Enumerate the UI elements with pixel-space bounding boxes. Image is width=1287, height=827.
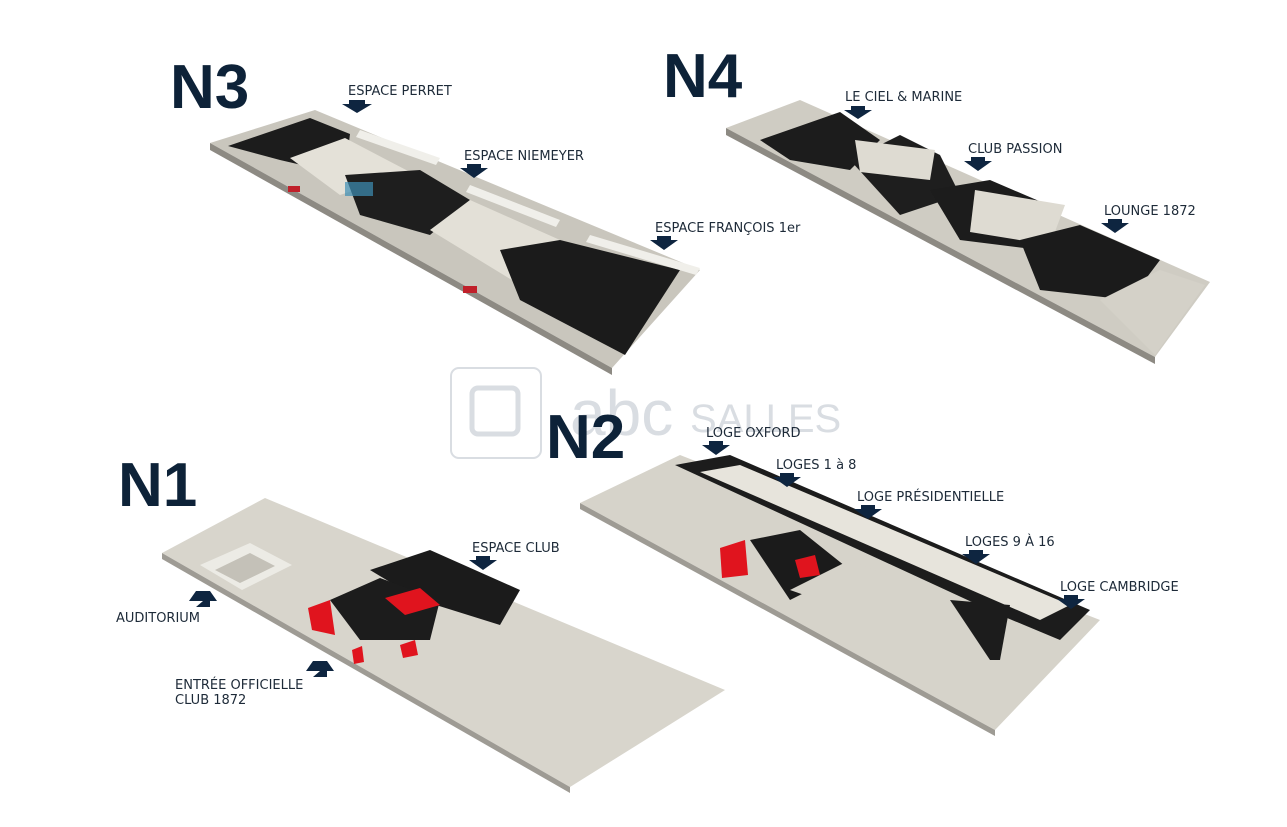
watermark: abc SALLES (450, 367, 841, 459)
label-loge-oxford: LOGE OXFORD (706, 426, 801, 441)
arrow-down-icon (650, 236, 678, 250)
label-auditorium: AUDITORIUM (116, 611, 200, 626)
arrow-down-icon (844, 106, 872, 119)
label-espace-club: ESPACE CLUB (472, 541, 560, 556)
arrow-down-icon (460, 164, 488, 178)
label-lounge-1872: LOUNGE 1872 (1104, 204, 1196, 219)
floor-n2 (580, 455, 1100, 736)
arrow-up-icon (306, 661, 334, 677)
label-loge-presidentielle: LOGE PRÉSIDENTIELLE (857, 489, 1004, 505)
arrow-down-icon (702, 441, 730, 455)
arrow-down-icon (773, 473, 801, 487)
level-n3-title: N3 (170, 53, 249, 122)
arrow-down-icon (964, 157, 992, 171)
floor-n3 (210, 110, 700, 375)
arrow-up-icon (189, 591, 217, 607)
label-espace-niemeyer: ESPACE NIEMEYER (464, 149, 584, 164)
label-loges-9-16: LOGES 9 À 16 (965, 534, 1055, 550)
label-espace-perret: ESPACE PERRET (348, 84, 452, 99)
level-n1-title: N1 (118, 451, 197, 520)
watermark-suffix: SALLES (690, 397, 841, 441)
level-n2-title: N2 (546, 403, 625, 472)
floor-n4 (726, 100, 1210, 364)
label-espace-francois: ESPACE FRANÇOIS 1er (655, 221, 801, 236)
arrow-down-icon (342, 100, 372, 113)
label-loge-cambridge: LOGE CAMBRIDGE (1060, 580, 1179, 595)
watermark-logo-icon (469, 385, 521, 437)
watermark-logo-box (450, 367, 542, 459)
label-entree-line2: CLUB 1872 (175, 693, 246, 708)
label-club-passion: CLUB PASSION (968, 142, 1062, 157)
floor-n1 (162, 498, 725, 793)
level-n4-title: N4 (663, 42, 743, 111)
arrow-down-icon (469, 556, 497, 570)
arrow-down-icon (962, 550, 990, 564)
watermark-brand: abc (570, 377, 673, 449)
arrow-down-icon (1057, 595, 1085, 609)
label-loges-1-8: LOGES 1 à 8 (776, 458, 856, 473)
arrow-down-icon (1101, 219, 1129, 233)
label-le-ciel-marine: LE CIEL & MARINE (845, 90, 962, 105)
arrow-down-icon (854, 505, 882, 519)
label-entree-line1: ENTRÉE OFFICIELLE (175, 677, 303, 693)
